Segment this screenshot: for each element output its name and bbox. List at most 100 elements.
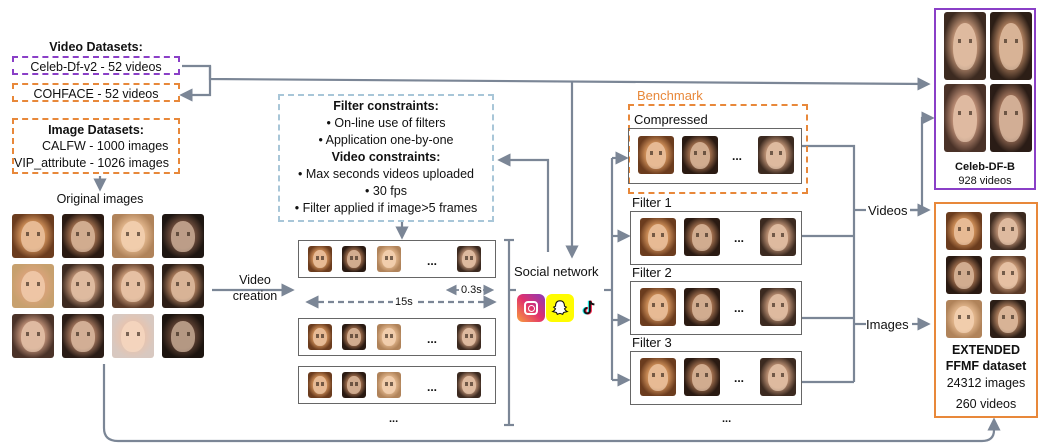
original-image-thumbnail	[162, 214, 204, 258]
benchmark-ellipsis: ...	[734, 231, 745, 245]
ffmf-name-line2: FFMF dataset	[945, 359, 1027, 373]
video-creation-label: Video creation	[232, 273, 278, 303]
frame-thumbnail	[457, 324, 481, 350]
filter2-strip	[630, 281, 802, 335]
videos-label: Videos	[868, 203, 908, 218]
filter1-label: Filter 1	[632, 195, 672, 210]
frame-thumbnail	[342, 324, 366, 350]
frame-thumbnail	[457, 372, 481, 398]
vip-attribute-label: VIP_attribute - 1026 images	[14, 156, 169, 170]
strip-ellipsis: ...	[427, 332, 438, 346]
benchmark-thumbnail	[684, 218, 720, 256]
frame-strip-1	[298, 240, 496, 278]
celeb-df-v2-box: Celeb-Df-v2 - 52 videos	[12, 56, 180, 75]
original-image-thumbnail	[12, 214, 54, 258]
benchmark-thumbnail	[684, 358, 720, 396]
strip-ellipsis: ...	[427, 254, 438, 268]
frame-thumbnail	[342, 372, 366, 398]
filter3-label: Filter 3	[632, 335, 672, 350]
ffmf-videos-count: 260 videos	[955, 397, 1017, 411]
original-images-label: Original images	[56, 192, 144, 206]
benchmark-ellipsis: ...	[732, 149, 743, 163]
benchmark-thumbnail	[640, 288, 676, 326]
celeb-df-b-box	[934, 8, 1036, 190]
ffmf-box	[934, 202, 1038, 418]
celeb-df-b-thumbnail	[990, 12, 1032, 80]
original-image-thumbnail	[62, 214, 104, 258]
frame-strip-2	[298, 318, 496, 356]
video-constraints-title: Video constraints:	[331, 150, 441, 164]
benchmark-thumbnail	[760, 288, 796, 326]
original-image-thumbnail	[162, 264, 204, 308]
snapchat-icon	[546, 294, 574, 322]
celeb-df-b-thumbnail	[944, 84, 986, 152]
original-image-thumbnail	[112, 214, 154, 258]
instagram-icon	[517, 294, 545, 322]
frame-thumbnail	[377, 246, 401, 272]
celeb-df-b-name: Celeb-DF-B	[955, 161, 1015, 173]
filter1-strip	[630, 211, 802, 265]
ffmf-name-line1: EXTENDED	[951, 343, 1021, 357]
benchmark-ellipsis-bottom: ...	[722, 413, 732, 425]
frame-thumbnail	[308, 324, 332, 350]
video-datasets-title: Video Datasets:	[49, 40, 143, 54]
original-image-thumbnail	[112, 314, 154, 358]
ffmf-images-count: 24312 images	[946, 376, 1026, 390]
arrow-videos-to-celeb	[910, 111, 935, 212]
original-image-thumbnail	[62, 314, 104, 358]
arrow-social-to-constraints	[497, 153, 550, 252]
celeb-df-b-thumbnail	[990, 84, 1032, 152]
benchmark-ellipsis: ...	[734, 371, 745, 385]
ffmf-thumbnail	[946, 256, 982, 294]
constraint-30fps: • 30 fps	[365, 184, 407, 198]
benchmark-box	[628, 104, 808, 194]
strip-ellipsis: ...	[427, 380, 438, 394]
constraint-filter-applied: • Filter applied if image>5 frames	[294, 201, 478, 215]
benchmark-thumbnail	[758, 136, 794, 174]
arrow-to-celeb-df-b	[182, 64, 931, 91]
benchmark-thumbnail	[638, 136, 674, 174]
arrow-bottom-loop	[102, 364, 1001, 443]
benchmark-thumbnail	[760, 218, 796, 256]
ffmf-thumbnail	[990, 256, 1026, 294]
celeb-df-v2-label: Celeb-Df-v2 - 52 videos	[30, 60, 162, 74]
image-datasets-box: Image Datasets: CALFW - 1000 images VIP_…	[12, 118, 180, 174]
benchmark-ellipsis: ...	[734, 301, 745, 315]
filter-constraints-title: Filter constraints:	[333, 99, 439, 113]
constraint-online-filters: • On-line use of filters	[326, 116, 446, 130]
constraint-one-by-one: • Application one-by-one	[318, 133, 454, 147]
strip-ellipsis-bottom: ...	[389, 413, 399, 425]
frame-thumbnail	[457, 246, 481, 272]
original-image-thumbnail	[12, 314, 54, 358]
frame-interval-label: 0.3s	[460, 283, 483, 298]
frame-thumbnail	[377, 372, 401, 398]
ffmf-thumbnail	[946, 212, 982, 250]
original-image-thumbnail	[62, 264, 104, 308]
ffmf-thumbnail	[990, 300, 1026, 338]
original-images-grid	[12, 214, 206, 364]
benchmark-thumbnail	[684, 288, 720, 326]
compressed-out	[802, 144, 856, 382]
image-datasets-title: Image Datasets:	[48, 123, 144, 137]
benchmark-thumbnail	[640, 358, 676, 396]
frame-thumbnail	[308, 246, 332, 272]
filter3-strip	[630, 351, 802, 405]
benchmark-thumbnail	[640, 218, 676, 256]
benchmark-thumbnail	[760, 358, 796, 396]
celeb-df-b-thumbnail	[944, 12, 986, 80]
arrow-video-datasets-bracket	[179, 66, 212, 102]
cohface-label: COHFACE - 52 videos	[33, 87, 159, 101]
ffmf-thumbnail	[990, 212, 1026, 250]
ffmf-thumbnail	[946, 300, 982, 338]
constraint-max-seconds: • Max seconds videos uploaded	[297, 167, 475, 181]
benchmark-title: Benchmark	[637, 88, 703, 103]
frame-thumbnail	[342, 246, 366, 272]
benchmark-thumbnail	[682, 136, 718, 174]
images-label: Images	[866, 317, 909, 332]
frame-thumbnail	[377, 324, 401, 350]
celeb-df-b-count: 928 videos	[958, 175, 1012, 187]
constraints-box: Filter constraints: • On-line use of fil…	[278, 94, 494, 222]
original-image-thumbnail	[162, 314, 204, 358]
